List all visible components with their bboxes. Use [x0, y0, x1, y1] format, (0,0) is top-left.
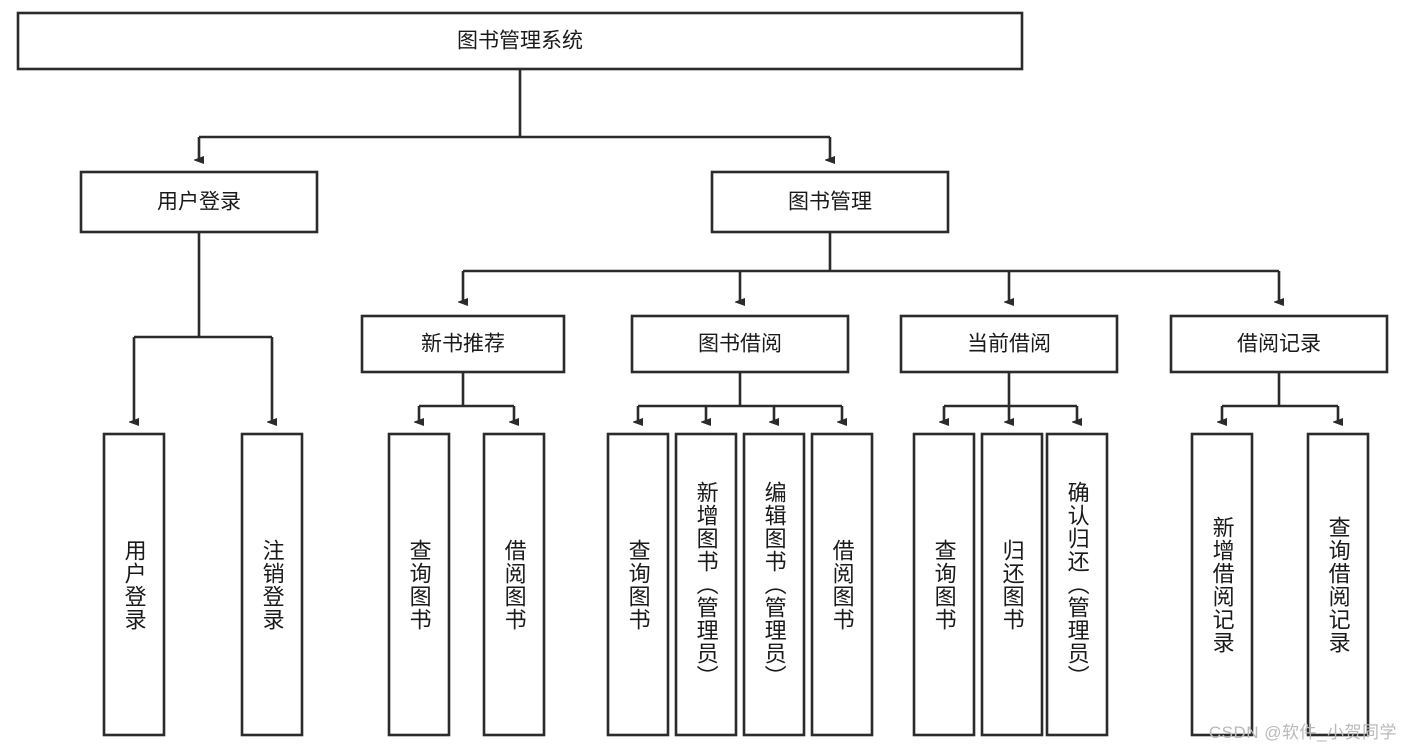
- leaf-current-return-box[interactable]: [980, 432, 1044, 737]
- node-current-borrow[interactable]: 当前借阅: [899, 314, 1119, 374]
- node-user-login[interactable]: 用户登录: [79, 170, 319, 234]
- node-new-book-recommend-box[interactable]: [360, 314, 566, 374]
- node-root-label: 图书管理系统: [457, 30, 583, 53]
- leaf-user-login-box[interactable]: [102, 432, 166, 737]
- node-book-management[interactable]: 图书管理: [710, 170, 950, 234]
- node-borrow-record-label: 借阅记录: [1237, 333, 1321, 356]
- node-book-management-box[interactable]: [710, 170, 950, 234]
- leaf-user-logout-box[interactable]: [240, 432, 304, 737]
- node-new-book-recommend-label: 新书推荐: [421, 333, 505, 356]
- leaf-borrow-query-box[interactable]: [606, 432, 670, 737]
- node-user-login-label: 用户登录: [157, 191, 241, 214]
- leaf-current-query-box[interactable]: [912, 432, 976, 737]
- node-book-borrow-box[interactable]: [630, 314, 850, 374]
- leaf-borrow-edit-box[interactable]: [742, 432, 806, 737]
- leaf-newbook-query-box[interactable]: [387, 432, 451, 737]
- node-new-book-recommend[interactable]: 新书推荐: [360, 314, 566, 374]
- node-current-borrow-label: 当前借阅: [967, 333, 1051, 356]
- leaf-current-confirm-box[interactable]: [1045, 432, 1109, 737]
- node-book-borrow[interactable]: 图书借阅: [630, 314, 850, 374]
- node-borrow-record[interactable]: 借阅记录: [1169, 314, 1389, 374]
- leaf-record-query-box[interactable]: [1306, 432, 1370, 737]
- node-borrow-record-box[interactable]: [1169, 314, 1389, 374]
- leaf-record-add-box[interactable]: [1190, 432, 1254, 737]
- leaf-newbook-borrow-box[interactable]: [482, 432, 546, 737]
- node-root[interactable]: 图书管理系统: [16, 11, 1024, 71]
- node-book-management-label: 图书管理: [788, 191, 872, 214]
- leaf-borrow-add-box[interactable]: [674, 432, 738, 737]
- node-root-box[interactable]: [16, 11, 1024, 71]
- node-current-borrow-box[interactable]: [899, 314, 1119, 374]
- node-book-borrow-label: 图书借阅: [698, 333, 782, 356]
- leaf-borrow-lend-box[interactable]: [810, 432, 874, 737]
- csdn-watermark: CSDN @软件_小贺同学: [1208, 723, 1397, 742]
